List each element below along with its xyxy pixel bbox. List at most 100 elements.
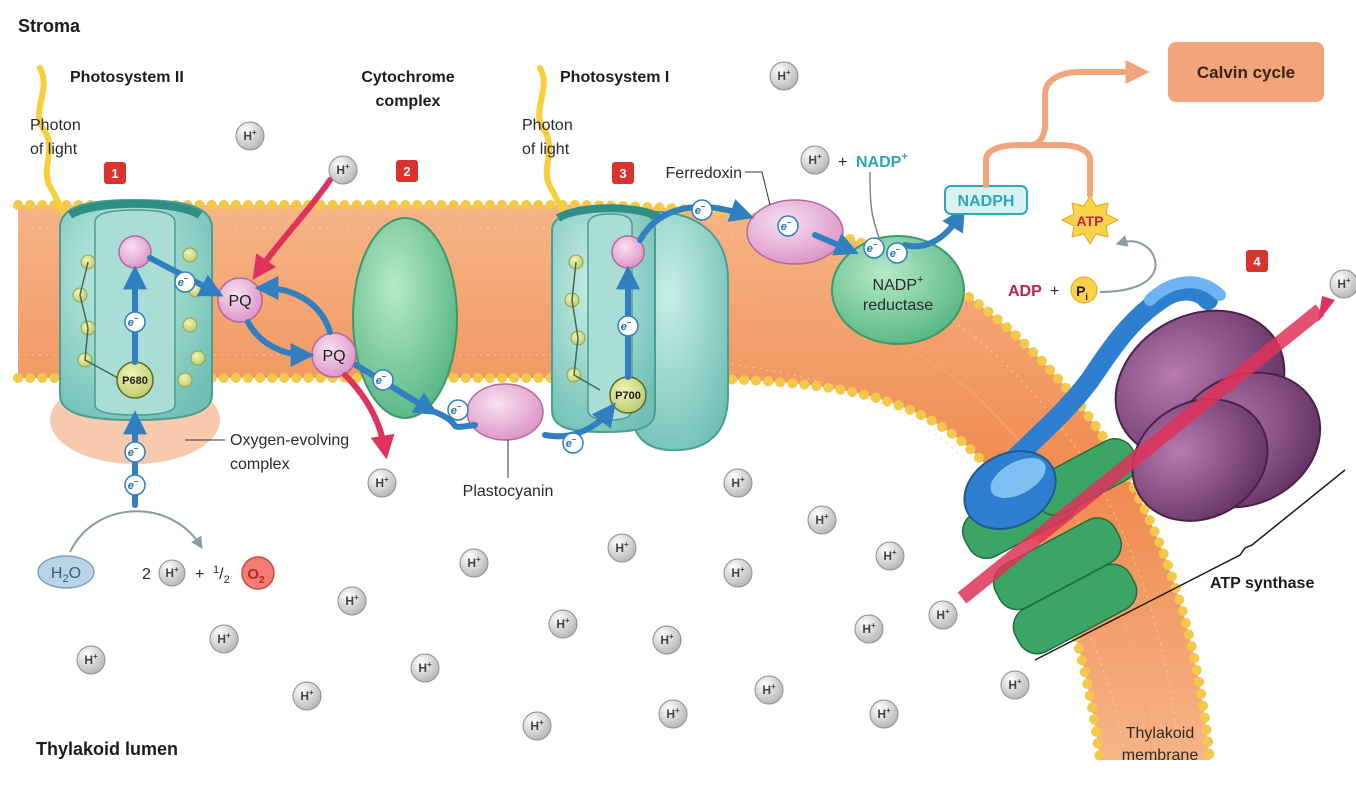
ps2-title: Photosystem II [70,69,184,86]
electron-token: e– [372,369,394,391]
atp-synthesis-arrow [1099,235,1157,293]
svg-text:e–: e– [890,245,901,260]
proton-ion: H+ [875,541,905,571]
svg-text:H+: H+ [808,152,822,167]
proton-ion: H+ [1000,670,1030,700]
nadp-reductase-label-line2: reductase [863,297,933,314]
proton-ion: H+ [723,468,753,498]
svg-text:H+: H+ [862,621,876,636]
electron-token: e– [886,242,908,264]
stroma-label: Stroma [18,16,81,36]
calvin-cycle-connector [983,60,1150,188]
nadp-plus-label: NADP+ [856,151,908,171]
nadp-leader [869,171,881,241]
phosphate-badge: Pi [1070,276,1098,304]
svg-text:H+: H+ [936,607,950,622]
electron-token: e– [447,399,469,421]
svg-text:PQ: PQ [322,348,345,365]
svg-text:NADPH: NADPH [958,193,1015,210]
proton-ion: H+ [235,121,265,151]
electron-token: e– [124,441,146,463]
thylakoid-lumen-label: Thylakoid lumen [36,739,178,759]
proton-ion: H+ [769,61,799,91]
svg-text:1: 1 [111,166,118,181]
svg-text:e–: e– [128,314,139,329]
svg-text:H+: H+ [762,682,776,697]
svg-text:H+: H+ [530,718,544,733]
ps1-title: Photosystem I [560,69,669,86]
proton-ion: H+ [607,533,637,563]
proton-ion: H+ [522,711,552,741]
svg-text:3: 3 [619,166,626,181]
electron-token: e– [777,215,799,237]
plus-sign-adp: + [1050,283,1059,300]
calvin-cycle-box: Calvin cycle [1168,42,1324,102]
svg-text:H+: H+ [883,548,897,563]
water-splitting-arrow [69,510,203,553]
ferredoxin-leader [745,171,771,206]
proton-coefficient: 2 [142,566,151,583]
photon-label-ps2-line2: of light [30,141,78,158]
svg-text:H+: H+ [731,475,745,490]
electron-token: e– [691,199,713,221]
oxygen-molecule: O2 [241,556,275,590]
svg-text:H+: H+ [418,660,432,675]
electron-tokens: e– e– e– e– e– e– e– e– e– e– e– e– [124,199,908,496]
nadp-reductase-label-line1: NADP+ [873,274,924,294]
svg-text:H+: H+ [815,512,829,527]
electron-token: e– [863,237,885,259]
svg-text:H+: H+ [243,128,257,143]
svg-text:H+: H+ [84,652,98,667]
plastocyanin [466,383,544,441]
proton-out-arrow [342,372,395,460]
proton-ion: H+ [209,624,239,654]
photon-label-ps1-line2: of light [522,141,570,158]
atp-synthase-bracket [1034,469,1346,661]
svg-text:e–: e– [867,240,878,255]
proton-ion: H+ [1329,269,1356,299]
photon-squiggle-ps2 [36,65,81,235]
proton-ion: H+ [459,548,489,578]
electron-token: e– [124,474,146,496]
svg-text:H+: H+ [666,706,680,721]
proton-in-arrow [252,177,333,280]
svg-text:H+: H+ [165,565,179,580]
ferredoxin-label: Ferredoxin [666,165,742,182]
svg-text:H+: H+ [345,593,359,608]
p700-label: P700 [615,390,641,402]
svg-text:4: 4 [1253,254,1261,269]
cytochrome-complex [352,217,458,419]
plus-sign-nadp: + [838,154,847,171]
ps2-primary-acceptor [118,235,152,269]
svg-text:H+: H+ [375,475,389,490]
svg-text:H2O: H2O [51,565,81,585]
electron-token: e– [562,432,584,454]
proton-ion: H+ [652,625,682,655]
nadp-reductase [831,235,965,345]
oec-label-line1: Oxygen-evolving [230,432,349,449]
svg-text:H+: H+ [1008,677,1022,692]
proton-ion: H+ [548,609,578,639]
proton-ion: H+ [158,559,186,587]
p680-label: P680 [122,375,148,387]
adp-label: ADP [1008,283,1042,300]
oec-label-line2: complex [230,456,290,473]
photon-squiggle-ps1 [536,65,581,238]
svg-text:H+: H+ [731,565,745,580]
proton-ion: H+ [869,699,899,729]
plastocyanin-label: Plastocyanin [463,483,554,500]
svg-text:e–: e– [128,444,139,459]
svg-text:Pi: Pi [1076,283,1088,302]
svg-text:e–: e– [566,435,577,450]
proton-ion: H+ [807,505,837,535]
svg-text:e–: e– [376,372,387,387]
svg-text:e–: e– [178,274,189,289]
proton-ion: H+ [723,558,753,588]
pq-carrier-lower: PQ [311,332,357,378]
nadph-badge: NADPH [944,185,1028,215]
svg-text:H+: H+ [336,162,350,177]
svg-text:e–: e– [451,402,462,417]
svg-text:H+: H+ [615,540,629,555]
proton-ion: H+ [754,675,784,705]
